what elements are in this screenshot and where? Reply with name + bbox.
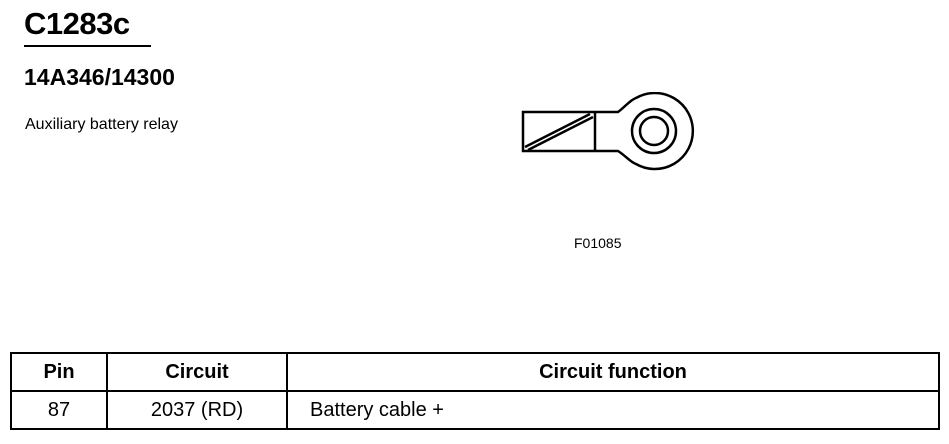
cell-circuit-function: Battery cable + (286, 390, 940, 430)
header-circuit-function: Circuit function (286, 352, 940, 392)
terminal-ring-inner (630, 107, 678, 155)
cell-circuit: 2037 (RD) (106, 390, 288, 430)
terminal-ring-hole (638, 115, 670, 147)
table-row: 87 2037 (RD) Battery cable + (10, 390, 940, 430)
cell-pin: 87 (10, 390, 108, 430)
crimp-diagonal-1 (524, 112, 591, 149)
terminal-body-outline (521, 92, 695, 171)
header-pin: Pin (10, 352, 108, 392)
header-circuit: Circuit (106, 352, 288, 392)
connector-id-underline (24, 45, 151, 47)
ring-terminal-diagram (521, 92, 695, 171)
connector-description: Auxiliary battery relay (25, 116, 178, 133)
crimp-diagonal-2 (527, 115, 594, 152)
ring-terminal-icon (521, 92, 695, 171)
pin-table: Pin Circuit Circuit function 87 2037 (RD… (10, 352, 940, 430)
figure-code: F01085 (574, 235, 622, 251)
connector-id: C1283c (24, 6, 130, 41)
part-number: 14A346/14300 (24, 64, 175, 90)
table-header-row: Pin Circuit Circuit function (10, 352, 940, 392)
